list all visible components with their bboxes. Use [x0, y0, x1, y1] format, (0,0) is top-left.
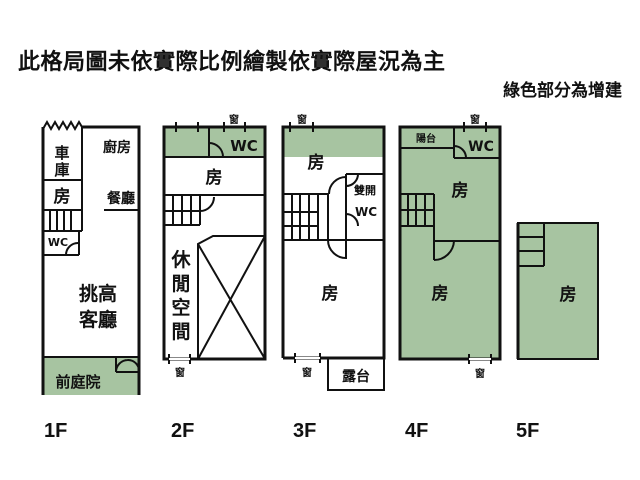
floor-label-4f: 4F: [405, 420, 429, 442]
leisure-space-label: 休: [170, 249, 191, 271]
front-yard-area: [43, 357, 139, 395]
double-door-icon: [115, 358, 141, 373]
balcony-label: 陽台: [416, 132, 436, 145]
terrace-label: 露台: [342, 368, 370, 385]
stairs-icon: [49, 210, 72, 231]
floor-label-1f: 1F: [44, 420, 68, 442]
door-swing-icon: [327, 239, 347, 260]
addition-area: [518, 223, 598, 359]
outer-walls: [281, 125, 386, 360]
stairs-icon: [400, 193, 435, 260]
terrace-walls: [327, 358, 385, 391]
disclaimer-title: 此格局圖未依實際比例繪製依實際屋況為主: [18, 50, 446, 75]
room-label: 房: [432, 283, 449, 304]
window-ticks: [463, 122, 487, 132]
rolling-door-icon: [42, 119, 83, 132]
addition-area: [400, 127, 500, 359]
window-label: 窗: [229, 113, 239, 126]
wc-label: WC: [230, 137, 258, 155]
floor-label-2f: 2F: [171, 420, 195, 442]
void-cross-icon: [197, 235, 266, 360]
floor-4f: 窗 陽台 WC 房 房 窗: [398, 113, 502, 380]
window-ticks: [289, 122, 314, 132]
addition-area: [164, 127, 209, 157]
outer-walls: [398, 125, 502, 361]
room-label: 房: [452, 180, 469, 201]
garage-label: 庫: [54, 161, 69, 179]
window-label: 窗: [297, 113, 307, 126]
door-swing-icon: [208, 142, 224, 158]
addition-area: [283, 127, 384, 157]
stairs-icon: [283, 193, 329, 240]
window-ticks: [175, 122, 246, 132]
room-label: 房: [560, 284, 577, 305]
stairs-icon: [164, 195, 215, 226]
floor-label-5f: 5F: [516, 420, 540, 442]
floor-2f: 窗 WC 房 窗 休 閒 空 間: [162, 113, 267, 379]
garage-label: 車: [54, 144, 69, 162]
floor-3f: 窗 房 雙開 WC 房 窗 露台: [281, 113, 386, 391]
double-door-label: 雙開: [354, 183, 376, 197]
addition-legend-note: 綠色部分為增建: [503, 81, 622, 101]
floor-1f: 車 庫 房 廚房 餐廳 WC 挑高 客廳 前庭院: [41, 119, 141, 395]
window-label: 窗: [175, 366, 185, 379]
leisure-space-label: 空: [171, 296, 190, 319]
leisure-space-label: 閒: [171, 273, 190, 295]
door-swing-icon: [453, 145, 467, 159]
room-label: 房: [206, 167, 223, 188]
outer-walls: [162, 125, 267, 361]
living-room-label: 客廳: [79, 308, 117, 331]
leisure-space-label: 間: [171, 321, 190, 343]
kitchen-label: 廚房: [103, 139, 131, 156]
wc-label: WC: [355, 205, 377, 219]
stairs-icon: [518, 223, 545, 267]
void-cross-icon: [197, 243, 266, 360]
door-swing-icon: [345, 213, 359, 227]
living-room-label: 挑高: [79, 282, 117, 305]
wc-label: WC: [468, 139, 494, 155]
window-label: 窗: [470, 113, 480, 126]
window-label: 窗: [302, 366, 312, 379]
wc-label: WC: [48, 236, 68, 249]
floor-5f: 房: [516, 222, 599, 360]
room-label: 房: [54, 186, 71, 207]
door-swing-icon: [328, 173, 359, 195]
door-swing-icon: [65, 242, 79, 256]
room-label: 房: [322, 283, 339, 304]
dining-label: 餐廳: [106, 190, 135, 207]
wall: [82, 125, 141, 395]
door-swing-icon: [433, 240, 455, 262]
window-label: 窗: [475, 367, 485, 380]
room-label: 房: [308, 152, 325, 173]
floor-label-3f: 3F: [293, 420, 317, 442]
front-yard-label: 前庭院: [55, 373, 100, 391]
wc-addition-area: [209, 127, 265, 157]
void-outline: [197, 235, 265, 359]
